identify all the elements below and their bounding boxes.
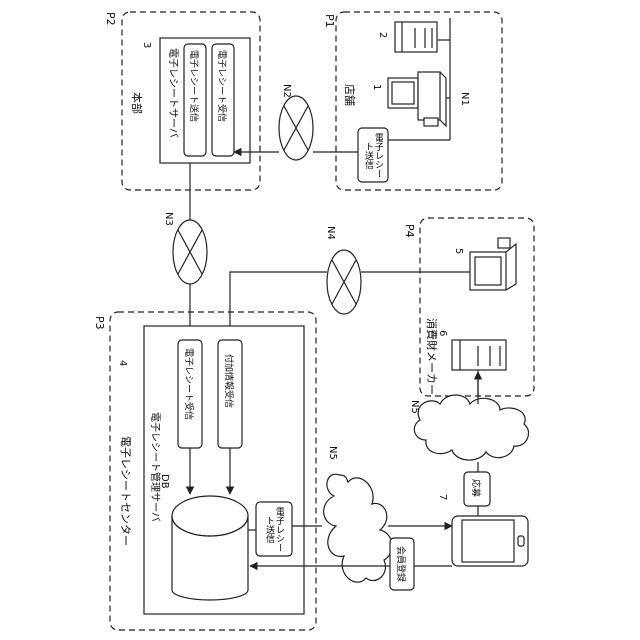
network-n5-upper-label: N5	[409, 400, 420, 414]
device-5-ref: 5	[453, 248, 464, 254]
network-n4-label: N4	[325, 226, 336, 240]
region-p4-id: P4	[403, 224, 416, 238]
database-label: DB	[159, 474, 170, 489]
network-n3-label: N3	[163, 212, 174, 226]
device-1-ref: 1	[371, 84, 382, 90]
server-4-ref: 4	[117, 360, 128, 366]
smartphone-icon	[452, 516, 528, 566]
device-2-ref: 2	[377, 32, 388, 38]
device-2-server-icon	[395, 22, 437, 52]
lan-n1-label: N1	[459, 92, 470, 106]
region-p1-id: P1	[323, 14, 336, 28]
region-p4-name: 消費財メーカー	[425, 318, 439, 395]
server-4-recv: 電子レシート受信	[183, 348, 195, 420]
device-6-ref: 6	[437, 330, 448, 336]
device-6-server-icon	[452, 340, 506, 370]
network-n4	[327, 250, 361, 314]
network-n2	[279, 96, 313, 160]
server-4-send: 電子レシート送信	[264, 504, 284, 554]
server-3-send: 電子レシート送信	[188, 50, 200, 122]
device-1-pos-icon	[388, 72, 446, 126]
register-label: 会員登録	[395, 546, 407, 582]
network-n2-label: N2	[281, 84, 292, 98]
region-p1-name: 店舗	[343, 84, 357, 106]
apply-label: 応募	[470, 479, 482, 497]
device-5-pc-icon	[470, 238, 516, 290]
server-4-addinfo: 付加情報受信	[223, 354, 235, 408]
server-3-recv: 電子レシート受信	[216, 50, 228, 122]
region-p3-id: P3	[93, 316, 106, 330]
network-n5-lower-label: N5	[327, 446, 338, 460]
device-7-ref: 7	[437, 494, 448, 500]
server-4-title: 電子レシート管理サーバ	[149, 412, 162, 522]
region-p2-id: P2	[104, 12, 117, 26]
store-send: 電子レシート送信	[363, 130, 383, 180]
region-p2-name: 本部	[130, 92, 144, 114]
server-3-title: 電子レシートサーバ	[167, 48, 179, 138]
database-cylinder	[172, 496, 248, 600]
network-n3	[173, 220, 207, 284]
server-3-ref: 3	[141, 42, 152, 48]
network-n5-upper	[414, 395, 528, 460]
region-p3-name: 電子レシートセンター	[119, 436, 132, 546]
